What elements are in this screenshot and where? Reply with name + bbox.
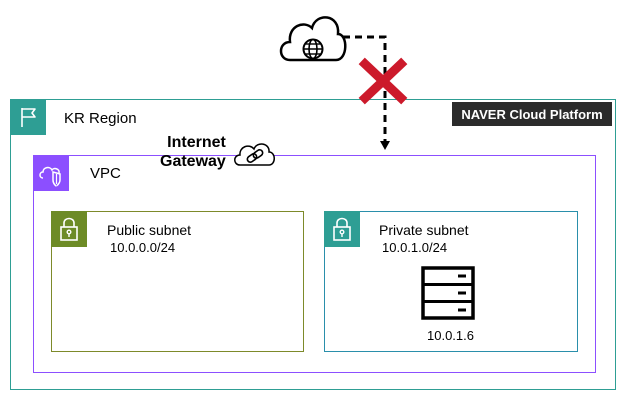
- private-subnet-cidr: 10.0.1.0/24: [382, 240, 448, 255]
- server-ip-label: 10.0.1.6: [427, 328, 474, 343]
- public-subnet-label: Public subnet: [107, 222, 192, 238]
- public-subnet-cidr: 10.0.0.0/24: [110, 240, 176, 255]
- internet-connection-path: [343, 35, 390, 150]
- igw-label-line2: Gateway: [160, 153, 226, 170]
- internet-gateway-label: Internet Gateway: [160, 133, 226, 171]
- region-label: KR Region: [64, 110, 137, 127]
- lock-icon: [324, 211, 360, 247]
- public-subnet-container: [51, 211, 304, 352]
- vpc-label: VPC: [90, 165, 121, 182]
- cloud-shield-icon: [33, 155, 69, 191]
- cloud-link-icon: [232, 136, 278, 177]
- region-container: [10, 99, 616, 390]
- lock-icon: [51, 211, 87, 247]
- private-subnet-container: [324, 211, 578, 352]
- internet-cloud-icon: [276, 4, 348, 71]
- vpc-container: [33, 155, 596, 373]
- igw-label-line1: Internet: [167, 134, 226, 151]
- red-cross-icon: [358, 57, 408, 105]
- platform-badge: NAVER Cloud Platform: [452, 102, 612, 126]
- flag-icon: [10, 99, 46, 135]
- server-icon: [420, 266, 476, 325]
- private-subnet-label: Private subnet: [379, 222, 469, 238]
